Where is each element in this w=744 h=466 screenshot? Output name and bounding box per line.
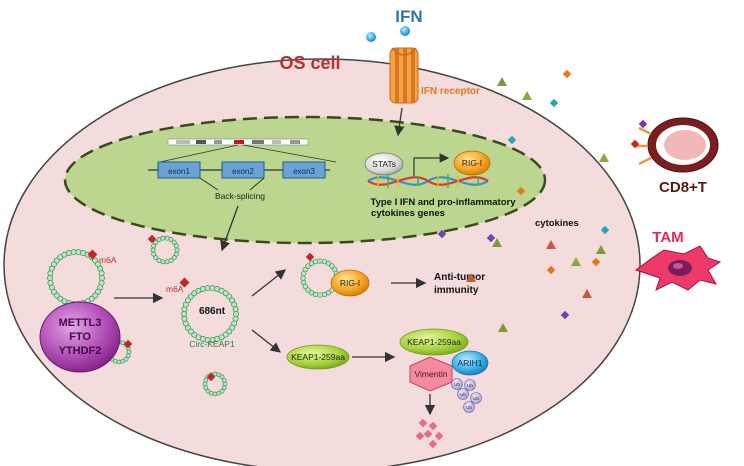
cytokine-diamond bbox=[486, 233, 496, 243]
nucleus bbox=[63, 115, 547, 245]
exon2-box bbox=[221, 161, 265, 179]
m6a-mark bbox=[123, 339, 133, 349]
m6a-mark bbox=[305, 252, 315, 262]
keap1-259aa-protein bbox=[286, 344, 350, 370]
exon1-label: exon1 bbox=[168, 167, 190, 176]
ub-label: Ub bbox=[466, 405, 472, 410]
ifn-molecule bbox=[400, 26, 410, 36]
rig-i-cytoplasm bbox=[330, 269, 370, 297]
anti-tumor-label-line1: Anti-tumor bbox=[434, 272, 485, 283]
exon1-box bbox=[157, 161, 201, 179]
ub-label: Ub bbox=[467, 383, 473, 388]
back-splicing-arrow bbox=[220, 205, 239, 252]
m6a-mark bbox=[206, 372, 216, 382]
circ-keap1-label: Circ-KEAP1 bbox=[189, 339, 235, 349]
cytokine-triangle bbox=[599, 153, 609, 162]
cytokine-triangle bbox=[498, 323, 508, 332]
cytokine-triangle bbox=[497, 77, 507, 86]
cytokine-triangle bbox=[582, 289, 592, 298]
circrna-ring bbox=[202, 371, 228, 397]
cytokine-diamond bbox=[560, 310, 570, 320]
ub-label: Ub bbox=[473, 396, 479, 401]
tam-macrophage bbox=[634, 245, 722, 291]
stats-label: STATs bbox=[372, 159, 396, 169]
tam-label: TAM bbox=[652, 229, 683, 246]
rig-i-nucleus-label: RIG-I bbox=[462, 158, 482, 168]
cytokine-diamond bbox=[591, 257, 601, 267]
degraded-fragments bbox=[415, 418, 444, 449]
cytokine-triangle bbox=[596, 245, 606, 254]
rig-i-nucleus bbox=[453, 150, 491, 176]
cd8-t-cell bbox=[630, 117, 719, 173]
mettl3-label: METTL3 bbox=[59, 317, 102, 329]
arih1-protein bbox=[451, 350, 489, 376]
mettl3-fto-ythdf2-complex bbox=[39, 301, 121, 373]
cytokine-triangle bbox=[492, 238, 502, 247]
circrna-ring bbox=[181, 285, 239, 343]
dna-helix bbox=[367, 174, 489, 188]
ub-label: Ub bbox=[460, 392, 466, 397]
ythdf2-label: YTHDF2 bbox=[59, 345, 102, 357]
ifn-receptor-label: IFN receptor bbox=[421, 86, 480, 97]
circrna-ring bbox=[150, 235, 180, 265]
os-cell-label: OS cell bbox=[279, 53, 340, 73]
cytokine-triangle bbox=[522, 91, 532, 100]
stats-protein bbox=[364, 152, 404, 176]
ubiquitin-chain: Ub Ub Ub Ub Ub bbox=[451, 378, 482, 413]
cytokine-diamond bbox=[549, 98, 559, 108]
exon2-label: exon2 bbox=[232, 167, 254, 176]
ub-label: Ub bbox=[454, 382, 460, 387]
cytokine-triangle bbox=[571, 257, 581, 266]
genes-label-line1: Type I IFN and pro-inflammatory bbox=[371, 197, 517, 208]
m6a-label-left: m6A bbox=[99, 255, 117, 265]
ifn-molecule bbox=[366, 32, 376, 42]
cd8t-label: CD8+T bbox=[659, 179, 707, 196]
keap1-right-label: KEAP1-259aa bbox=[407, 337, 461, 347]
back-splicing-label: Back-splicing bbox=[215, 191, 265, 201]
nt686-label: 686nt bbox=[199, 306, 226, 317]
cytokine-triangle bbox=[546, 240, 556, 249]
fto-label: FTO bbox=[69, 331, 91, 343]
m6a-mark bbox=[147, 234, 157, 244]
m6a-label-mid: m6A bbox=[166, 284, 184, 294]
circ-to-rig-i-arrow bbox=[251, 269, 287, 297]
keap1-left-label: KEAP1-259aa bbox=[291, 352, 345, 362]
keap1-259aa-bound bbox=[399, 328, 469, 356]
arih1-label: ARIH1 bbox=[457, 358, 482, 368]
genes-label-line2: cytokines genes bbox=[371, 208, 445, 219]
rig-i-cytoplasm-label: RIG-I bbox=[340, 278, 360, 288]
exon3-label: exon3 bbox=[293, 167, 315, 176]
transcription-arrow bbox=[413, 153, 450, 176]
cytokine-diamond bbox=[562, 69, 572, 79]
genome-strip bbox=[167, 138, 309, 146]
signal-arrow bbox=[394, 107, 405, 137]
cytokines-label: cytokines bbox=[535, 218, 579, 229]
cytokine-triangle bbox=[466, 273, 476, 282]
cytokine-diamond bbox=[437, 229, 447, 239]
cytokine-diamond bbox=[546, 265, 556, 275]
exon3-box bbox=[282, 161, 326, 179]
ifn-label: IFN bbox=[395, 7, 422, 26]
circ-to-keap1-arrow bbox=[251, 329, 282, 353]
vimentin-label: Vimentin bbox=[415, 369, 448, 379]
anti-tumor-label-line2: immunity bbox=[434, 285, 479, 296]
ifn-receptor bbox=[389, 47, 419, 104]
m6a-mark bbox=[179, 277, 190, 288]
